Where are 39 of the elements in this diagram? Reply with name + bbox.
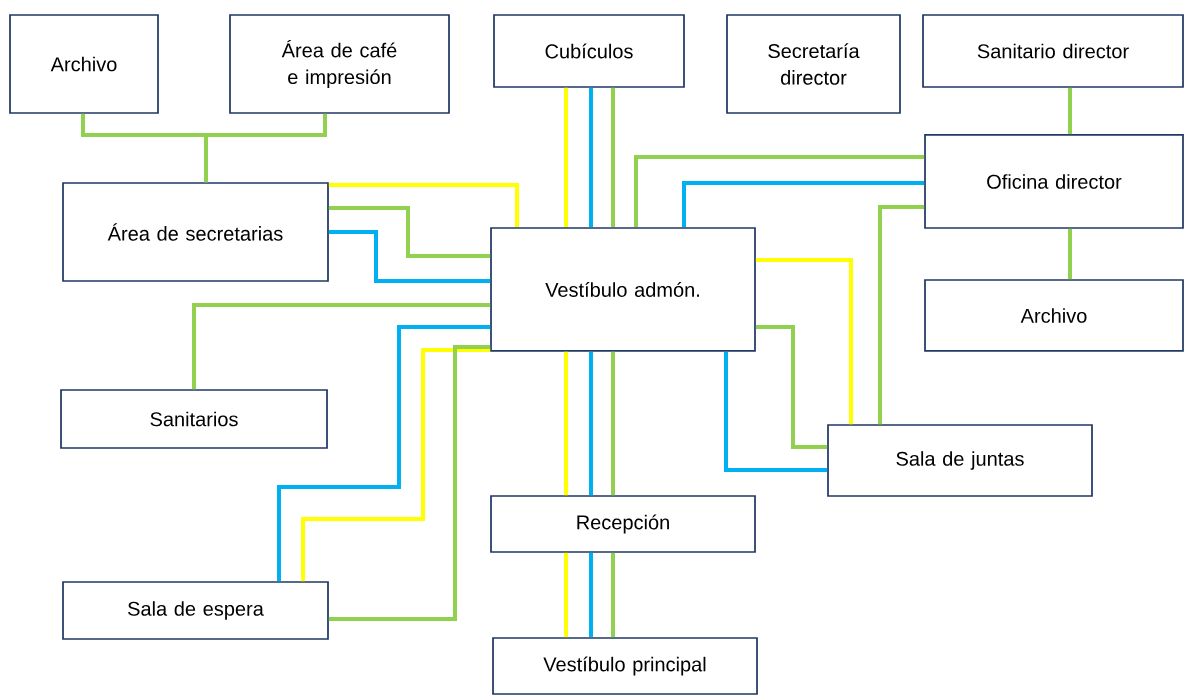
room-box: Sanitario director bbox=[922, 14, 1184, 88]
connector-line bbox=[878, 205, 925, 425]
connector-line bbox=[328, 183, 519, 228]
connector-line bbox=[564, 87, 568, 228]
connector-line bbox=[1068, 228, 1072, 280]
room-box: Secretaría director bbox=[726, 14, 901, 114]
connector-line bbox=[564, 351, 568, 496]
room-box: Archivo bbox=[9, 14, 159, 114]
connector-line bbox=[328, 345, 491, 621]
room-box: Archivo bbox=[924, 279, 1184, 352]
connector-line bbox=[682, 181, 925, 228]
connector-line bbox=[755, 258, 853, 425]
connector-line bbox=[1068, 87, 1072, 135]
connector-line bbox=[611, 552, 615, 638]
room-box: Vestíbulo principal bbox=[492, 637, 758, 695]
connector-line bbox=[328, 230, 491, 283]
connector-line bbox=[755, 325, 828, 449]
room-box: Sanitarios bbox=[60, 389, 328, 449]
connector-line bbox=[564, 552, 568, 638]
connector-line bbox=[204, 113, 327, 183]
room-box: Recepción bbox=[490, 495, 756, 553]
connector-line bbox=[589, 87, 593, 228]
room-box: Oficina director bbox=[924, 134, 1184, 229]
room-box: Cubículos bbox=[493, 14, 685, 88]
connector-line bbox=[724, 351, 828, 472]
room-box: Vestíbulo admón. bbox=[490, 227, 756, 352]
room-box: Sala de espera bbox=[62, 581, 329, 640]
connector-line bbox=[277, 325, 491, 582]
connector-line bbox=[589, 351, 593, 496]
connector-line bbox=[192, 303, 491, 390]
connector-line bbox=[328, 206, 491, 258]
room-box: Área de secretarias bbox=[62, 182, 329, 282]
connector-line bbox=[634, 155, 925, 228]
connector-line bbox=[301, 348, 491, 582]
connector-line bbox=[611, 351, 615, 496]
room-box: Área de café e impresión bbox=[229, 14, 450, 114]
connector-line bbox=[589, 552, 593, 638]
connector-line bbox=[611, 87, 615, 228]
room-box: Sala de juntas bbox=[827, 424, 1093, 497]
